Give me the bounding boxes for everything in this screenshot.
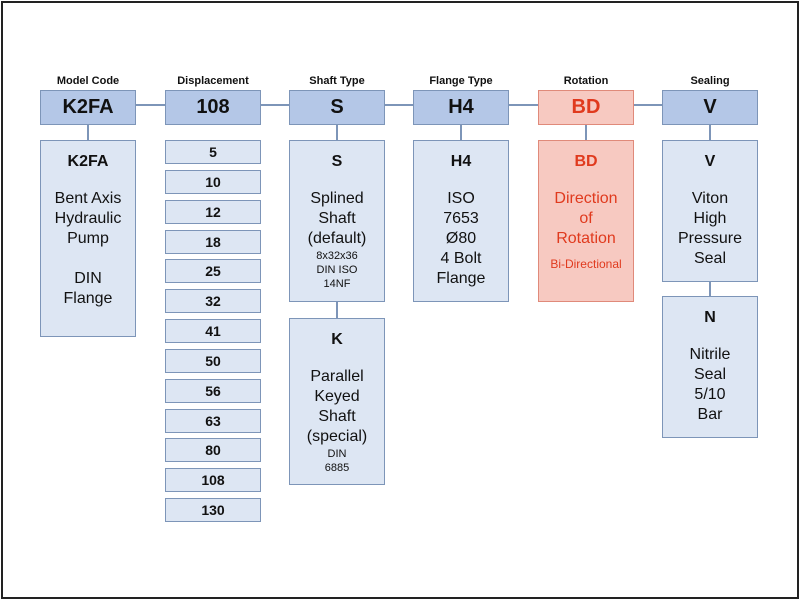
shaft-k-spec: DIN xyxy=(327,448,347,460)
seal-n-title: N xyxy=(704,309,716,326)
shaft-connector xyxy=(336,125,338,140)
model-line: Pump xyxy=(67,230,109,247)
shaft-s-spec: 8x32x36 xyxy=(316,250,358,262)
seal-n-line: Seal xyxy=(693,366,727,383)
shaft-k-line: Keyed xyxy=(314,388,360,405)
displacement-option: 63 xyxy=(165,409,261,433)
rotation-box: BD Direction of Rotation Bi-Directional xyxy=(538,140,634,302)
flange-box: H4 ISO 7653 Ø80 4 Bolt Flange xyxy=(413,140,509,302)
flange-line: Flange xyxy=(436,270,486,287)
header-shaft-type: Shaft Type xyxy=(309,75,365,87)
shaft-s-spec: DIN ISO xyxy=(316,264,358,276)
displacement-option: 56 xyxy=(165,379,261,403)
shaft-s-line: Splined xyxy=(310,190,364,207)
seal-v-title: V xyxy=(704,153,716,170)
model-line: Flange xyxy=(63,290,113,307)
rotation-line: Direction xyxy=(554,190,618,207)
shaft-s-line: Shaft xyxy=(318,210,356,227)
displacement-option: 5 xyxy=(165,140,261,164)
code-rotation: BD xyxy=(538,90,634,125)
header-flange-type: Flange Type xyxy=(429,75,493,87)
flange-line: 4 Bolt xyxy=(440,250,482,267)
shaft-s-box: S Splined Shaft (default) 8x32x36 DIN IS… xyxy=(289,140,385,302)
seal-v-line: Pressure xyxy=(677,230,743,247)
shaft-k-line: Shaft xyxy=(318,408,356,425)
rotation-line: Rotation xyxy=(556,230,616,247)
displacement-option: 130 xyxy=(165,498,261,522)
seal-n-line: Nitrile xyxy=(689,346,731,363)
shaft-k-line: Parallel xyxy=(310,368,364,385)
model-spacer xyxy=(41,249,135,269)
shaft-k-line: (special) xyxy=(306,428,368,445)
flange-title: H4 xyxy=(450,153,472,170)
model-line: Bent Axis xyxy=(54,190,122,207)
code-sealing: V xyxy=(662,90,758,125)
seal-v-line: High xyxy=(693,210,727,227)
seal-v-line: Viton xyxy=(691,190,729,207)
code-connector-line xyxy=(136,104,664,106)
seal-n-line: Bar xyxy=(697,406,723,423)
header-rotation: Rotation xyxy=(563,75,609,87)
seal-n-line: 5/10 xyxy=(694,386,726,403)
model-line: Hydraulic xyxy=(54,210,122,227)
code-displacement: 108 xyxy=(165,90,261,125)
displacement-option: 41 xyxy=(165,319,261,343)
shaft-s-spec: 14NF xyxy=(323,278,351,290)
model-title: K2FA xyxy=(67,153,109,170)
displacement-option: 80 xyxy=(165,438,261,462)
displacement-option: 50 xyxy=(165,349,261,373)
shaft-k-title: K xyxy=(331,331,343,348)
flange-line: ISO xyxy=(447,190,475,207)
seal-connector xyxy=(709,125,711,140)
code-flange: H4 xyxy=(413,90,509,125)
rotation-option: Bi-Directional xyxy=(550,257,622,271)
displacement-option: 25 xyxy=(165,259,261,283)
displacement-option: 18 xyxy=(165,230,261,254)
seal-v-line: Seal xyxy=(693,250,727,267)
displacement-option: 108 xyxy=(165,468,261,492)
rotation-connector xyxy=(585,125,587,140)
seal-v-box: V Viton High Pressure Seal xyxy=(662,140,758,282)
header-sealing: Sealing xyxy=(690,75,730,87)
displacement-option: 12 xyxy=(165,200,261,224)
rotation-line: of xyxy=(579,210,593,227)
header-displacement: Displacement xyxy=(177,75,249,87)
model-line: DIN xyxy=(74,270,102,287)
model-connector xyxy=(87,125,89,140)
seal-n-box: N Nitrile Seal 5/10 Bar xyxy=(662,296,758,438)
displacement-option: 10 xyxy=(165,170,261,194)
flange-line: 7653 xyxy=(443,210,479,227)
shaft-s-line: (default) xyxy=(307,230,367,247)
shaft-k-connector xyxy=(336,302,338,318)
flange-connector xyxy=(460,125,462,140)
displacement-option: 32 xyxy=(165,289,261,313)
model-box: K2FA Bent Axis Hydraulic Pump DIN Flange xyxy=(40,140,136,337)
shaft-k-box: K Parallel Keyed Shaft (special) DIN 688… xyxy=(289,318,385,485)
shaft-s-title: S xyxy=(331,153,343,170)
header-model-code: Model Code xyxy=(56,75,120,87)
flange-line: Ø80 xyxy=(445,230,477,247)
rotation-title: BD xyxy=(574,153,598,170)
code-model: K2FA xyxy=(40,90,136,125)
code-shaft: S xyxy=(289,90,385,125)
seal-n-connector xyxy=(709,282,711,296)
shaft-k-spec: 6885 xyxy=(324,462,350,474)
